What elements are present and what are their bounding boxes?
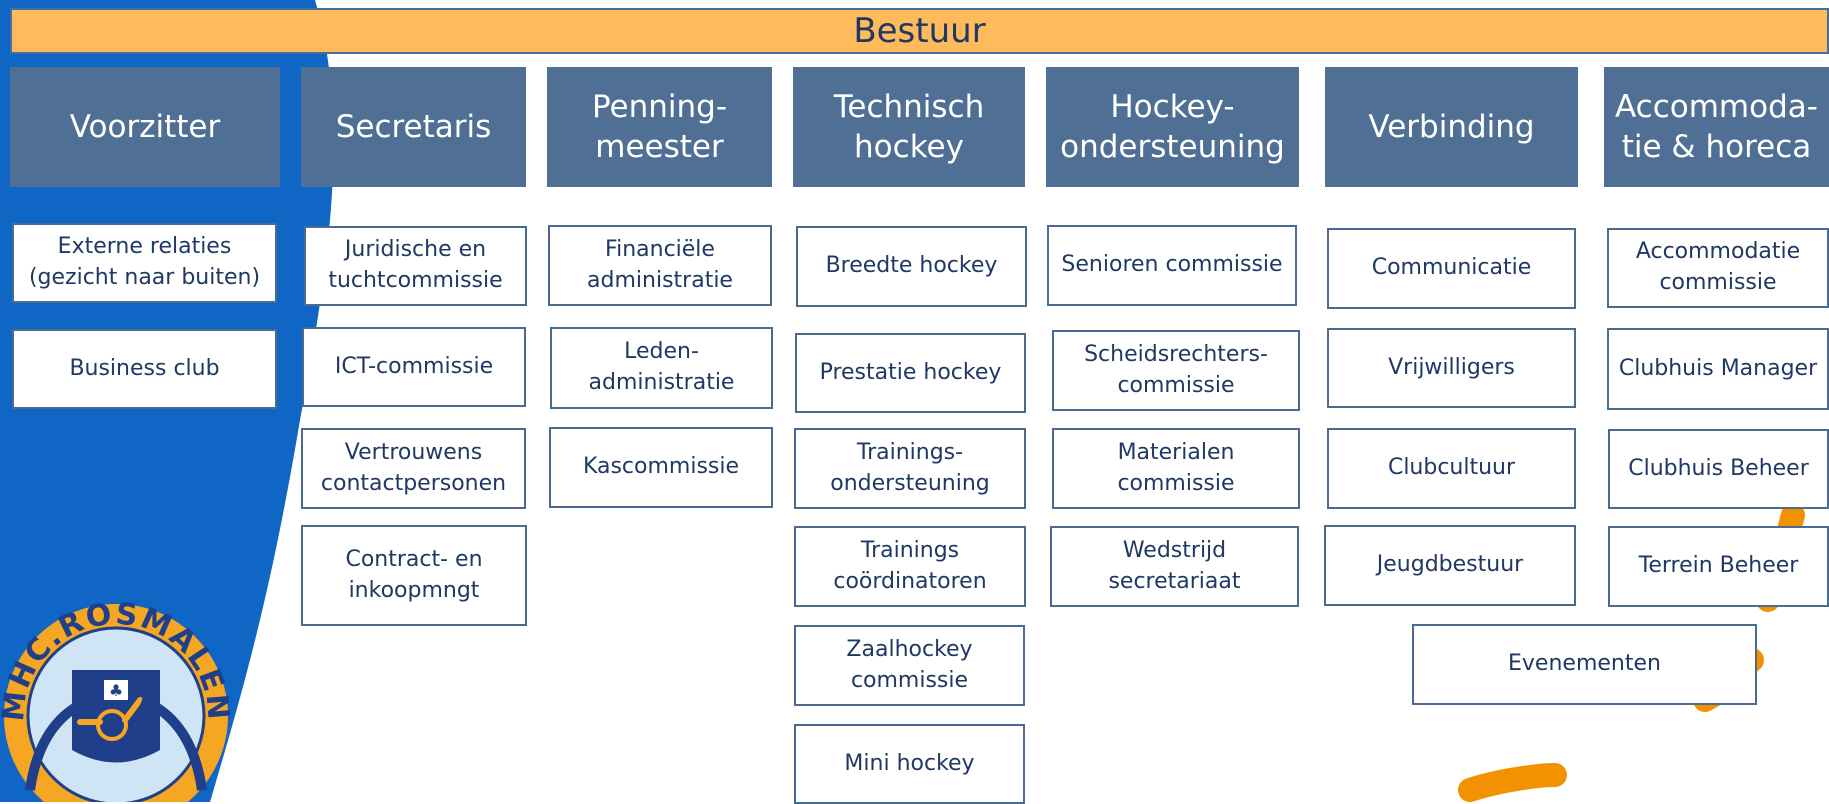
head-voorzitter: Voorzitter bbox=[10, 67, 280, 187]
shield-icon bbox=[72, 670, 160, 763]
svg-text:♣: ♣ bbox=[109, 681, 123, 700]
item-senioren-commissie: Senioren commissie bbox=[1047, 225, 1297, 306]
item-clubhuis-manager: Clubhuis Manager bbox=[1607, 328, 1829, 410]
item-mini-hockey: Mini hockey bbox=[794, 724, 1025, 804]
head-technisch-hockey: Technisch hockey bbox=[793, 67, 1025, 187]
item-externe-relaties: Externe relaties (gezicht naar buiten) bbox=[12, 223, 277, 303]
hockey-stick-left-icon bbox=[25, 695, 93, 791]
item-vertrouwens-contactpersonen: Vertrouwens contactpersonen bbox=[301, 428, 526, 509]
item-juridische-tuchtcommissie: Juridische en tuchtcommissie bbox=[304, 226, 527, 306]
board-title: Bestuur bbox=[853, 11, 986, 51]
hockey-stick-right-icon bbox=[139, 695, 207, 791]
head-verbinding: Verbinding bbox=[1325, 67, 1578, 187]
head-accommodatie-horeca: Accommoda- tie & horeca bbox=[1604, 67, 1829, 187]
item-trainings-coordinatoren: Trainings coördinatoren bbox=[794, 526, 1026, 607]
item-business-club: Business club bbox=[12, 329, 277, 409]
board-title-bar: Bestuur bbox=[10, 8, 1829, 54]
head-penningmeester: Penning- meester bbox=[547, 67, 772, 187]
item-kascommissie: Kascommissie bbox=[549, 427, 773, 508]
item-wedstrijd-secretariaat: Wedstrijd secretariaat bbox=[1050, 526, 1299, 607]
item-zaalhockey-commissie: Zaalhockey commissie bbox=[794, 625, 1025, 706]
item-ledenadministratie: Leden- administratie bbox=[550, 327, 773, 409]
item-accommodatie-commissie: Accommodatie commissie bbox=[1607, 228, 1829, 308]
item-jeugdbestuur: Jeugdbestuur bbox=[1324, 525, 1576, 606]
item-contract-inkoopmngt: Contract- en inkoopmngt bbox=[301, 525, 527, 626]
item-scheidsrechters-commissie: Scheidsrechters- commissie bbox=[1052, 330, 1300, 411]
orange-accent-stroke-3 bbox=[1458, 763, 1567, 802]
club-logo: ♣ MHC.ROSMALEN bbox=[0, 600, 232, 802]
item-breedte-hockey: Breedte hockey bbox=[796, 226, 1027, 307]
head-secretaris: Secretaris bbox=[301, 67, 526, 187]
item-evenementen: Evenementen bbox=[1412, 624, 1757, 705]
item-communicatie: Communicatie bbox=[1327, 228, 1576, 309]
item-clubhuis-beheer: Clubhuis Beheer bbox=[1608, 429, 1829, 509]
item-financiele-administratie: Financiële administratie bbox=[548, 225, 772, 306]
item-ict-commissie: ICT-commissie bbox=[302, 327, 526, 407]
item-vrijwilligers: Vrijwilligers bbox=[1327, 328, 1576, 408]
item-trainingsondersteuning: Trainings- ondersteuning bbox=[794, 428, 1026, 509]
item-clubcultuur: Clubcultuur bbox=[1327, 428, 1576, 509]
item-materialen-commissie: Materialen commissie bbox=[1052, 428, 1300, 509]
item-terrein-beheer: Terrein Beheer bbox=[1608, 526, 1829, 607]
item-prestatie-hockey: Prestatie hockey bbox=[795, 333, 1026, 413]
head-hockey-ondersteuning: Hockey- ondersteuning bbox=[1046, 67, 1299, 187]
